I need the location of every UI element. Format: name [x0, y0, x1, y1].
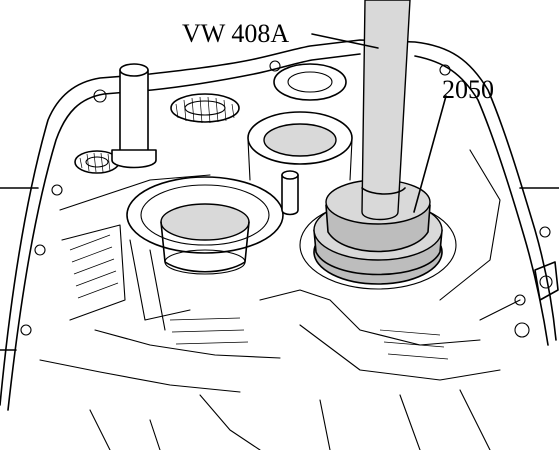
pressing-tool-2050 — [299, 179, 457, 290]
needle-bearing-left — [74, 150, 120, 174]
gearbox-housing — [0, 39, 559, 450]
leader-lines — [311, 33, 447, 213]
edge-ticks — [0, 187, 559, 351]
leader-vw408a — [311, 33, 379, 49]
input-shaft — [111, 63, 157, 169]
label-vw408a: VW 408A — [182, 19, 289, 48]
left-bearing-seat — [126, 176, 284, 275]
centre-boss — [247, 63, 353, 216]
driver-rod-vw408a — [361, 0, 411, 221]
label-2050: 2050 — [442, 75, 494, 104]
needle-bearing-top — [170, 93, 240, 124]
leader-2050 — [413, 95, 447, 213]
